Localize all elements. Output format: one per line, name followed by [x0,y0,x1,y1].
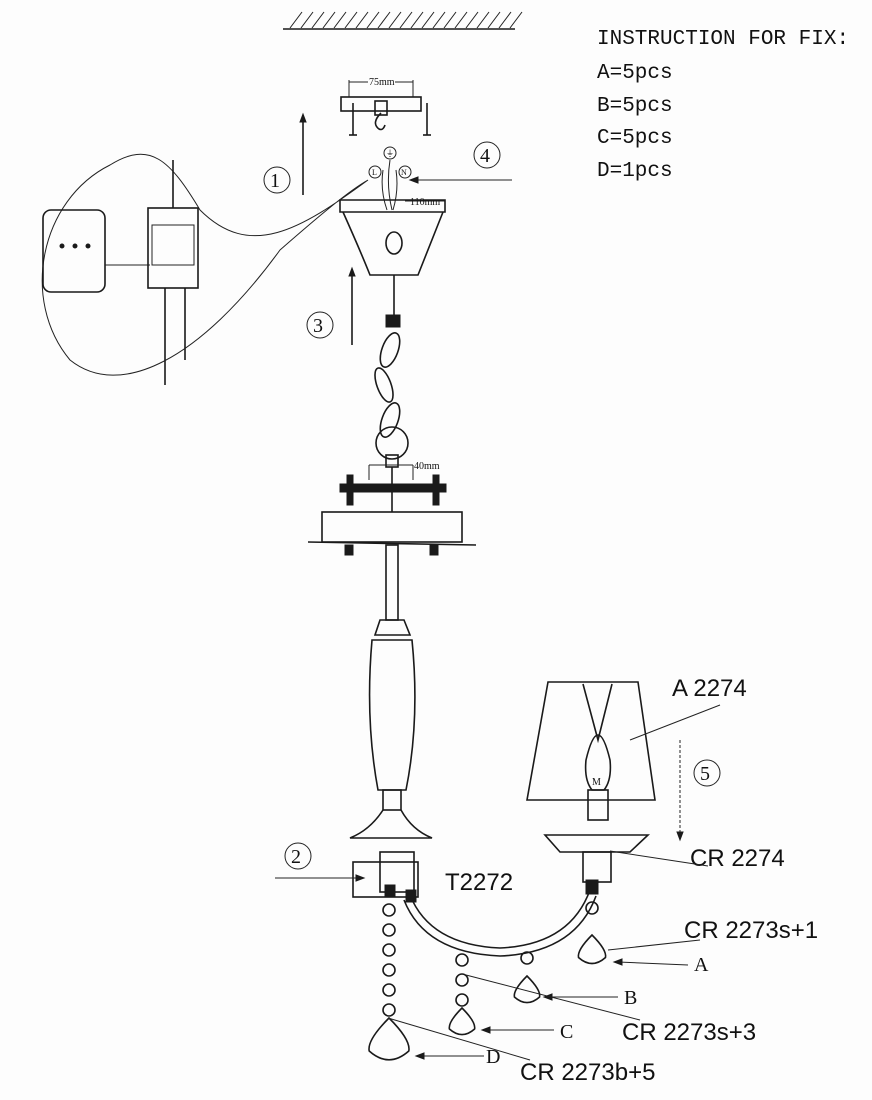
crystal-bead [382,963,396,977]
instruction-item: C=5pcs [597,127,673,150]
canopy-dimension: 110mm [410,197,440,208]
step-1-marker: 1 [263,166,291,194]
ceiling-hatch-line [366,11,380,29]
crystal-bead [382,1003,396,1017]
lampshade: M [526,681,656,883]
ceiling-hatch-line [289,11,303,29]
instruction-item: A=5pcs [597,62,673,85]
ceiling-hatch-line [322,11,336,29]
ceiling-hatch-line [333,11,347,29]
step-2-label: 2 [291,846,301,868]
instruction-block: INSTRUCTION FOR FIX: A=5pcs B=5pcs C=5pc… [597,28,849,183]
ceiling-hatch-line [454,11,468,29]
crystal-s3-label: CR 2273s+3 [622,1019,756,1046]
ceiling-hatch-line [388,11,402,29]
chain [374,314,409,468]
crystal-s1-label: CR 2273s+1 [684,917,818,944]
crystal-drop [448,1006,476,1036]
step-3-marker: 3 [306,311,334,339]
step-4-label: 4 [480,145,490,167]
crystal-bead [455,993,469,1007]
crystal-bead [455,953,469,967]
bulb-mark: M [592,777,601,788]
step-5-marker: 5 [676,740,721,842]
ceiling-hatch-line [410,11,424,29]
step-1-label: 1 [270,170,280,192]
ceiling-hatch-line [300,11,314,29]
neutral-terminal-label: N [401,168,407,177]
crystal-bead [382,923,396,937]
crystal-bead [585,901,599,915]
ceiling-hatch-line [498,11,512,29]
live-terminal-label: L [372,168,377,177]
instruction-title: INSTRUCTION FOR FIX: [597,28,849,51]
ceiling-hatch-line [443,11,457,29]
instruction-item: B=5pcs [597,95,673,118]
ceiling-hatch-line [421,11,435,29]
canopy: 110mm [339,197,446,315]
callout-b: B [624,987,637,1009]
ceiling-hatch-line [432,11,446,29]
ceiling-hatch-line [344,11,358,29]
step-5-label: 5 [700,763,710,785]
shade-part-label: A 2274 [672,675,747,702]
arm [352,851,599,957]
wiring: L ⏚ N [368,146,412,211]
instruction-item: D=1pcs [597,160,673,183]
crossbar: 40mm [307,461,477,556]
ceiling-hatch-line [487,11,501,29]
central-column [349,544,433,839]
cup-part-label: CR 2274 [690,845,785,872]
crystal-drop [368,1016,410,1061]
ceiling-hatch-line [465,11,479,29]
ceiling-hatch-line [399,11,413,29]
crystal-bead [455,973,469,987]
crystal-bead [382,943,396,957]
ceiling-hatch-line [509,11,523,29]
earth-terminal-label: ⏚ [386,149,394,158]
crystal-bead [520,951,534,965]
step-2-marker: 2 [275,842,366,882]
ceiling [283,11,523,30]
ceiling-hatch-line [476,11,490,29]
junction-box-detail [41,153,369,385]
bracket-dimension: 75mm [369,77,395,88]
crystal-drop [513,974,541,1004]
callout-a: A [694,954,709,976]
step-4-marker: 4 [408,141,512,184]
step-3-label: 3 [313,315,323,337]
callout-d: D [486,1046,500,1068]
crossbar-dimension: 40mm [414,461,440,472]
arm-part-label: T2272 [445,869,513,896]
ceiling-hatch-line [311,11,325,29]
crystal-bead [382,983,396,997]
ceiling-hatch-line [355,11,369,29]
crystal-b5-label: CR 2273b+5 [520,1059,655,1086]
ceiling-hatch-line [377,11,391,29]
callout-c: C [560,1021,573,1043]
crystal-drop [577,933,607,965]
crystal-bead [382,903,396,917]
mounting-bracket: 75mm [340,77,431,136]
